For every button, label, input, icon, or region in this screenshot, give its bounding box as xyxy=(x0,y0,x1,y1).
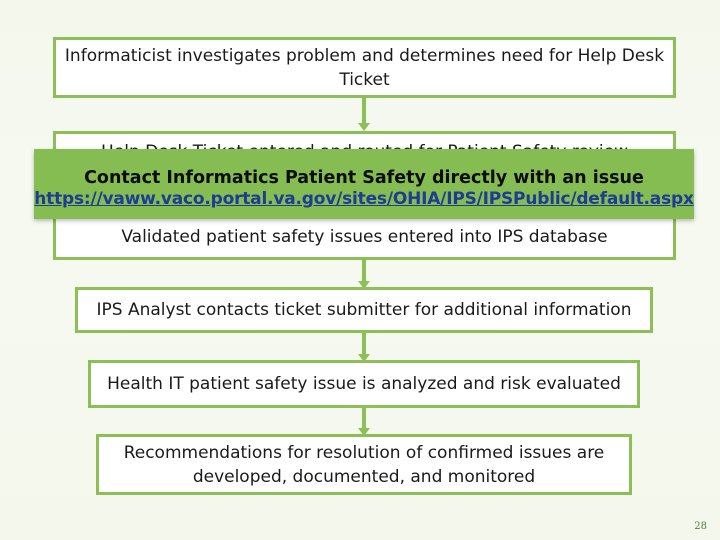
callout-heading: Contact Informatics Patient Safety direc… xyxy=(84,168,644,188)
arrow-down-icon xyxy=(358,333,370,362)
flow-step-1-label: Informaticist investigates problem and d… xyxy=(64,45,665,90)
arrow-down-icon xyxy=(358,408,370,436)
flow-step-5: Health IT patient safety issue is analyz… xyxy=(88,360,640,408)
arrow-down-icon xyxy=(358,98,370,131)
flow-step-5-label: Health IT patient safety issue is analyz… xyxy=(107,374,621,394)
flow-step-6: Recommendations for resolution of confir… xyxy=(96,434,632,495)
flow-step-1: Informaticist investigates problem and d… xyxy=(53,37,676,98)
flow-step-4-label: IPS Analyst contacts ticket submitter fo… xyxy=(96,300,632,320)
page-number: 28 xyxy=(694,521,707,532)
flow-step-4: IPS Analyst contacts ticket submitter fo… xyxy=(75,287,653,333)
contact-callout: Contact Informatics Patient Safety direc… xyxy=(34,149,694,219)
flow-step-6-label: Recommendations for resolution of confir… xyxy=(123,442,605,487)
arrow-down-icon xyxy=(358,260,370,289)
flow-step-3-label: Validated patient safety issues entered … xyxy=(121,227,608,247)
ips-portal-link[interactable]: https://vaww.vaco.portal.va.gov/sites/OH… xyxy=(34,189,694,209)
